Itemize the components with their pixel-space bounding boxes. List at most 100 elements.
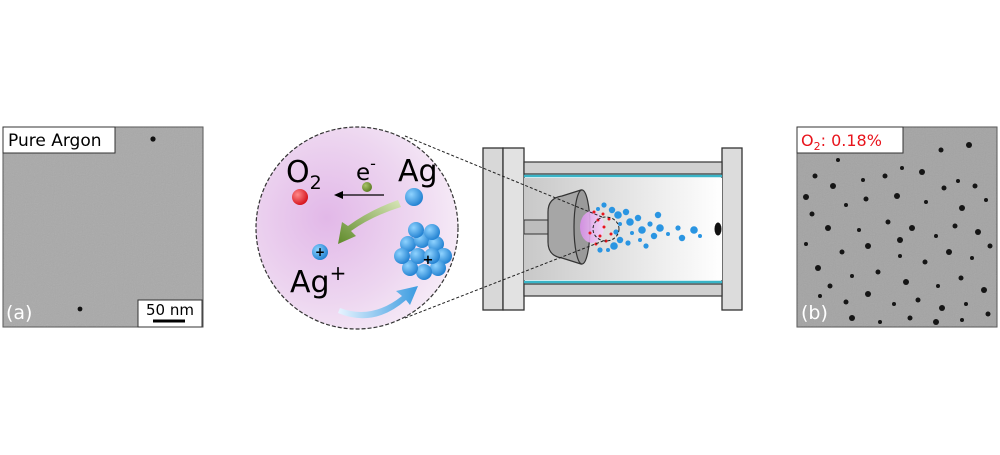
exit-orifice: [714, 222, 722, 236]
oxygen-atom-icon: [292, 189, 308, 205]
nanoparticle: [907, 315, 913, 321]
nanoparticle: [900, 166, 904, 170]
nanoparticle: [981, 287, 987, 293]
nanoparticle: [865, 291, 871, 297]
plasma-glow: [580, 211, 604, 243]
silver-particle: [606, 248, 610, 252]
cluster-atom: [424, 248, 440, 264]
chamber-flange-right: [721, 147, 743, 311]
chamber-flange-left-inner: [502, 147, 525, 311]
nanoparticle: [844, 203, 848, 207]
cluster-atom: [424, 224, 440, 240]
nanoparticle: [825, 225, 831, 231]
nanoparticle: [812, 173, 818, 179]
nanoparticle: [915, 297, 921, 303]
nanoparticle: [830, 183, 836, 189]
electron-label: e-: [356, 154, 376, 186]
nanoparticle: [857, 228, 861, 232]
nanoparticle: [804, 242, 808, 246]
nanoparticle: [924, 200, 928, 204]
nanoparticle: [863, 196, 869, 202]
sputtered-particles: [588, 202, 702, 253]
cluster-atom: [400, 236, 416, 252]
nanoparticle: [970, 256, 974, 260]
nanoparticle: [843, 299, 849, 305]
silver-particle: [626, 218, 634, 226]
silver-particle: [596, 207, 600, 211]
nanoparticle: [77, 306, 83, 312]
nanoparticle: [964, 302, 968, 306]
silver-particle: [675, 225, 681, 231]
nanoparticle: [941, 185, 947, 191]
silver-particle: [601, 202, 607, 208]
scale-bar-box: [137, 299, 203, 328]
nanoparticle: [865, 243, 871, 249]
silver-ion-label: Ag+: [290, 261, 346, 300]
nanoparticle: [898, 254, 902, 258]
cluster-charge: +: [423, 253, 434, 268]
nanoparticle: [809, 211, 815, 217]
silver-particle: [634, 214, 642, 222]
nanoparticle: [861, 178, 865, 182]
nanoparticle: [839, 249, 845, 255]
oxygen-particle: [598, 234, 602, 238]
cluster-atom: [416, 264, 432, 280]
silver-particle: [647, 221, 653, 227]
nanoparticle: [956, 179, 960, 183]
silver-particle: [613, 229, 619, 235]
silver-particle: [625, 240, 631, 246]
cluster-atom: [410, 248, 426, 264]
oxygen-particle: [602, 225, 606, 229]
chamber-wall-bottom: [523, 283, 723, 297]
silver-particle: [678, 234, 686, 242]
nanoparticle: [966, 142, 972, 148]
silver-particle: [616, 236, 624, 244]
nanoparticle: [885, 219, 891, 225]
tem-noise-a: [3, 127, 203, 327]
nanoparticle: [960, 318, 964, 322]
nanoparticle: [922, 259, 928, 265]
nanoparticle: [903, 279, 909, 285]
silver-particle: [654, 211, 662, 219]
nanoparticle: [933, 319, 939, 325]
nanoparticle: [958, 275, 964, 281]
nanoparticle: [939, 305, 945, 311]
silver-particle: [698, 234, 702, 238]
pure-argon-label: Pure Argon: [8, 131, 102, 151]
nanoparticle: [875, 269, 881, 275]
zoom-region: [592, 216, 620, 242]
oxygen-label: O2: [286, 155, 322, 194]
oxygen-concentration-label: O2: 0.18%: [801, 131, 882, 153]
nanoparticle: [850, 274, 854, 278]
tem-image-oxygen: O2: 0.18% (b): [796, 126, 998, 328]
nanoparticle: [984, 198, 988, 202]
silver-particle: [650, 232, 658, 240]
silver-particle: [622, 208, 630, 216]
nanoparticle: [878, 320, 882, 324]
electron-icon: [362, 182, 372, 192]
silver-particle: [610, 242, 618, 250]
reaction-inset: O2 e- Ag + Ag+ +: [255, 126, 459, 330]
cluster-atom: [430, 260, 446, 276]
arrowhead: [334, 191, 343, 199]
nanoparticle: [959, 205, 965, 211]
nanoparticle: [952, 223, 958, 229]
ion-charge: +: [315, 245, 325, 259]
cluster-atom: [436, 248, 452, 264]
silver-cluster-icon: [394, 222, 452, 280]
nanoparticle: [975, 229, 981, 235]
nanoparticle: [815, 265, 821, 271]
label-box-a: [2, 126, 116, 154]
oxygen-particle: [607, 217, 611, 221]
silver-particle: [608, 206, 616, 214]
silver-particle: [638, 238, 642, 242]
chamber-wall-top: [523, 161, 723, 175]
nanoparticle: [892, 302, 896, 306]
silver-particle: [656, 224, 664, 232]
silver-particle: [666, 232, 670, 236]
aggregation-arrow: [338, 286, 418, 319]
oxygen-particle: [588, 231, 592, 235]
nanoparticle: [818, 294, 822, 298]
panel-letter-a: (a): [6, 302, 32, 324]
